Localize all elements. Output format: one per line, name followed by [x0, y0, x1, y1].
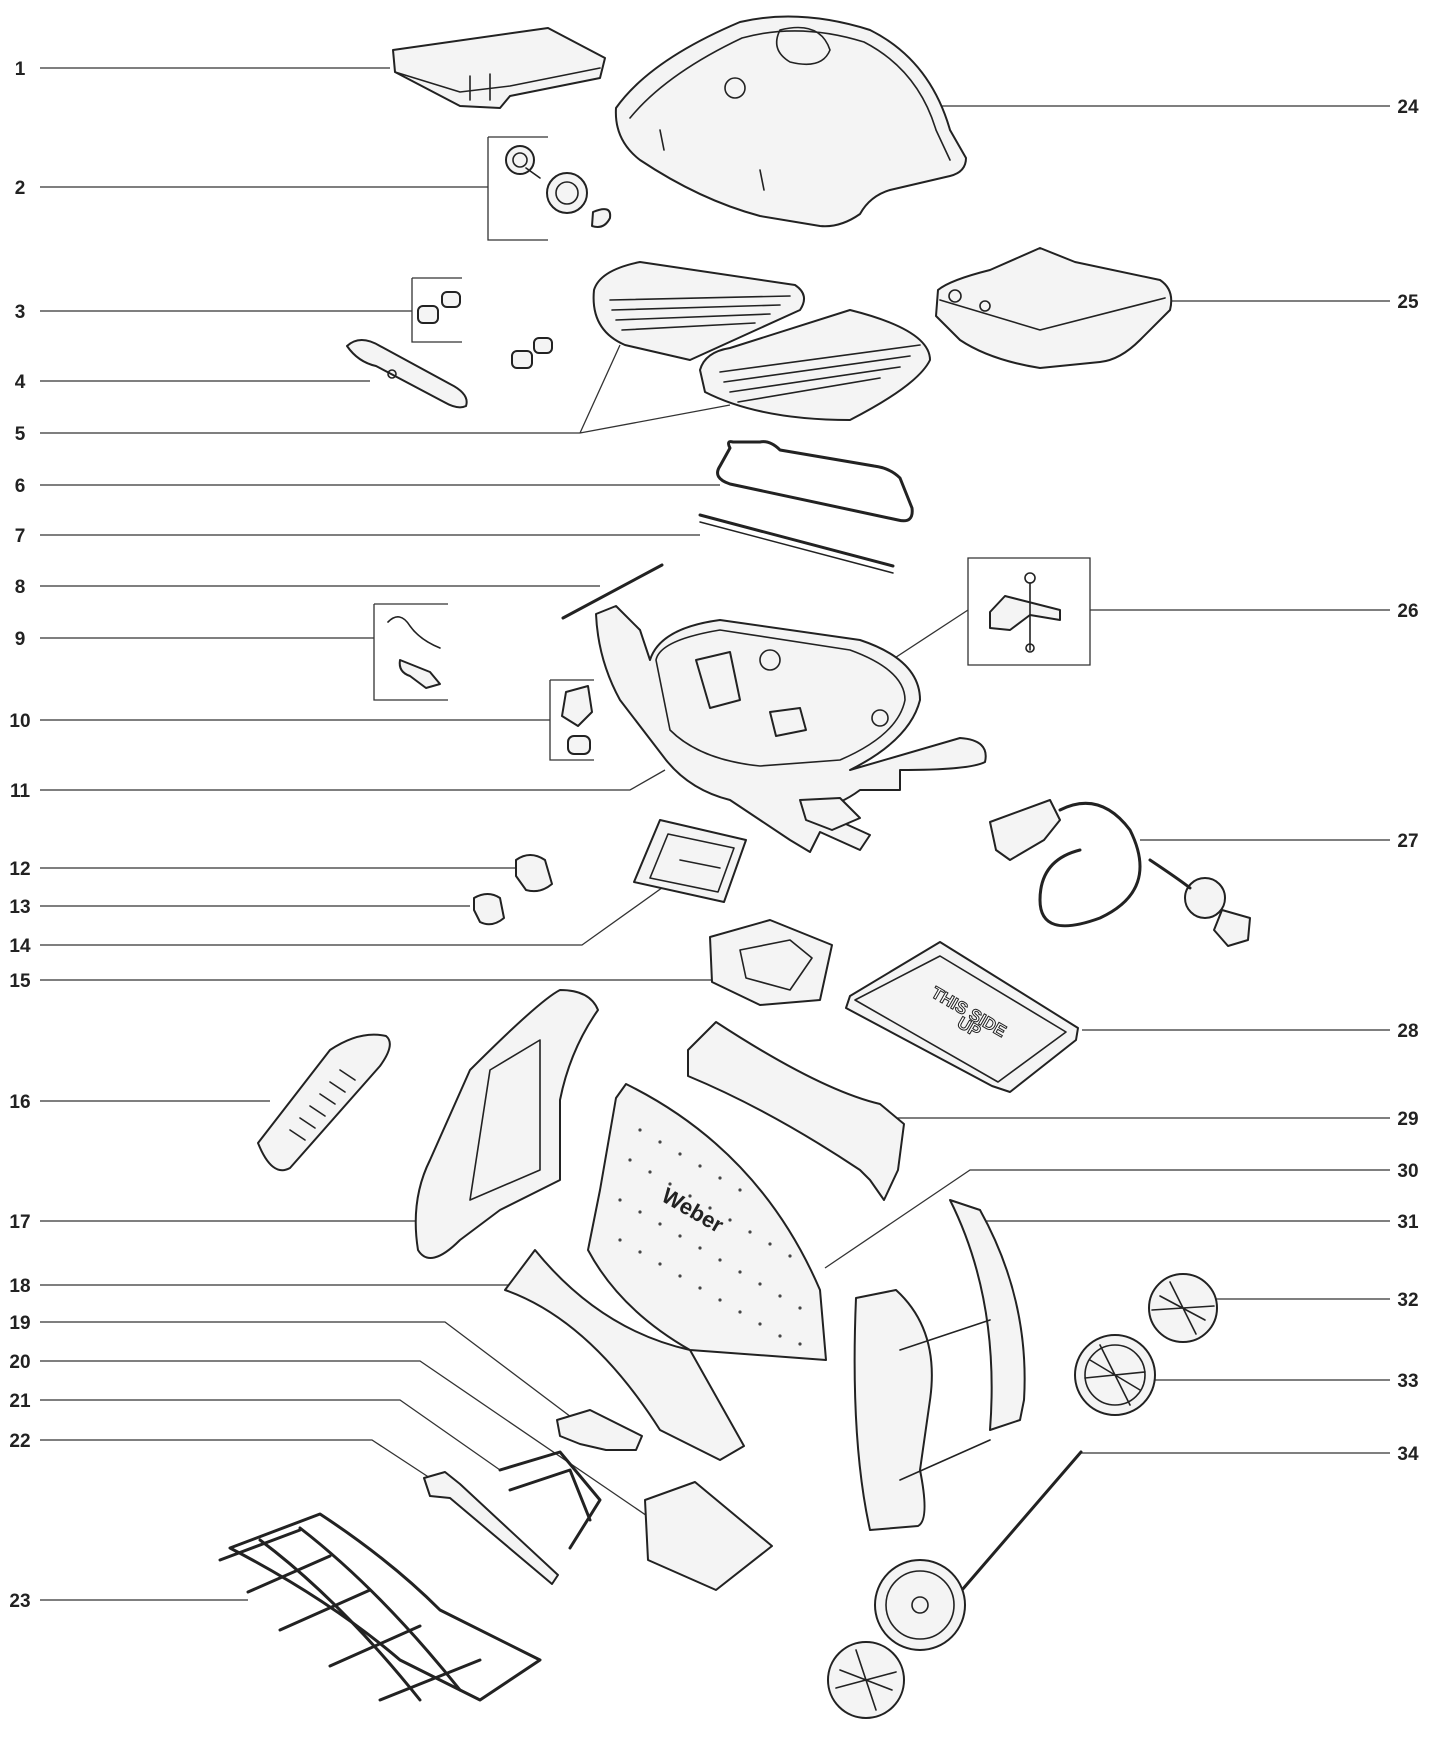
callout-34: 34 — [1397, 1444, 1419, 1465]
callout-6: 6 — [15, 476, 26, 497]
callout-28: 28 — [1397, 1021, 1418, 1042]
callout-17: 17 — [9, 1212, 30, 1233]
part-32-hub-cap — [1148, 1273, 1218, 1343]
part-34-axle — [960, 1450, 1083, 1592]
part-7-burner-tube — [698, 513, 895, 574]
callout-12: 12 — [9, 859, 30, 880]
part-4-lid-handle — [346, 339, 468, 409]
callout-3: 3 — [15, 302, 26, 323]
part-32-hub-cap-lower — [827, 1641, 905, 1719]
callout-15: 15 — [9, 971, 31, 992]
callout-22: 22 — [9, 1431, 30, 1452]
callout-31: 31 — [1397, 1212, 1419, 1233]
part-25-right-side-table — [935, 247, 1173, 369]
leader-14 — [40, 874, 681, 946]
part-9-ignition-clip — [387, 616, 441, 689]
callout-2: 2 — [15, 178, 26, 199]
part-27-regulator-hose — [989, 799, 1251, 947]
leader-10 — [40, 679, 594, 761]
callout-numbers: 1 2 3 4 5 6 7 8 9 10 11 12 13 14 15 16 1… — [9, 59, 1419, 1612]
leader-2 — [40, 136, 548, 241]
callout-16: 16 — [9, 1092, 30, 1113]
part-6-grate-frame — [716, 440, 914, 523]
part-13-knob-collar — [473, 893, 505, 926]
callout-32: 32 — [1397, 1290, 1418, 1311]
callout-33: 33 — [1397, 1371, 1418, 1392]
callout-10: 10 — [9, 711, 30, 732]
part-31-right-leg-frame — [853, 1199, 1026, 1531]
part-29-rear-crossbar — [687, 1021, 905, 1201]
leader-9 — [40, 603, 448, 701]
callout-7: 7 — [15, 526, 26, 547]
callout-25: 25 — [1397, 292, 1419, 313]
part-33-wheel-lower — [874, 1559, 966, 1651]
part-26-bracket — [989, 572, 1061, 653]
leader-30 — [824, 1169, 1390, 1269]
callout-1: 1 — [15, 59, 26, 80]
part-22-tool-holder — [423, 1471, 559, 1585]
callout-4: 4 — [15, 372, 26, 393]
part-1-left-side-table — [392, 27, 606, 109]
part-21-wire-bracket — [498, 1450, 602, 1550]
leader-22 — [40, 1439, 431, 1479]
callout-29: 29 — [1397, 1109, 1418, 1130]
callout-18: 18 — [9, 1276, 30, 1297]
callout-13: 13 — [9, 897, 30, 918]
leader-11 — [40, 769, 666, 791]
part-2-control-knob — [505, 145, 612, 228]
callout-9: 9 — [15, 629, 26, 650]
part-16-handle — [257, 1033, 391, 1172]
part-33-wheel — [1074, 1334, 1156, 1416]
part-24-lid — [614, 15, 967, 228]
part-12-knob-collar — [515, 854, 553, 893]
part-5-cooking-grates — [592, 261, 931, 421]
part-19-bracket — [556, 1409, 643, 1451]
callout-19: 19 — [9, 1313, 30, 1334]
part-18-crossbar — [504, 1249, 745, 1461]
leader-lines — [40, 67, 1390, 1601]
callout-20: 20 — [9, 1352, 30, 1373]
callout-8: 8 — [15, 577, 26, 598]
part-14-drip-tray — [633, 819, 747, 903]
callout-11: 11 — [10, 781, 31, 802]
callout-24: 24 — [1397, 97, 1419, 118]
callout-5: 5 — [15, 424, 26, 445]
leader-20 — [40, 1360, 676, 1536]
leader-19 — [40, 1321, 576, 1421]
part-28-plate: THIS SIDE UP — [845, 941, 1079, 1093]
part-17-left-leg-frame — [414, 989, 599, 1259]
callout-23: 23 — [9, 1591, 30, 1612]
part-3-end-caps — [417, 291, 553, 369]
part-23-storage-rack — [218, 1512, 542, 1702]
leader-3 — [40, 277, 462, 343]
callout-30: 30 — [1397, 1161, 1418, 1182]
leader-5 — [40, 344, 731, 434]
part-30-front-panel: Weber — [587, 1083, 827, 1361]
callout-26: 26 — [1397, 601, 1418, 622]
leader-21 — [40, 1399, 501, 1471]
part-15-catch-pan-holder — [709, 919, 833, 1006]
part-8-rod — [561, 563, 664, 620]
callout-14: 14 — [9, 936, 31, 957]
callout-27: 27 — [1397, 831, 1418, 852]
part-20-panel — [644, 1481, 773, 1591]
part-10-igniter — [561, 685, 593, 755]
callout-21: 21 — [9, 1391, 31, 1412]
part-11-cookbox — [595, 605, 987, 853]
